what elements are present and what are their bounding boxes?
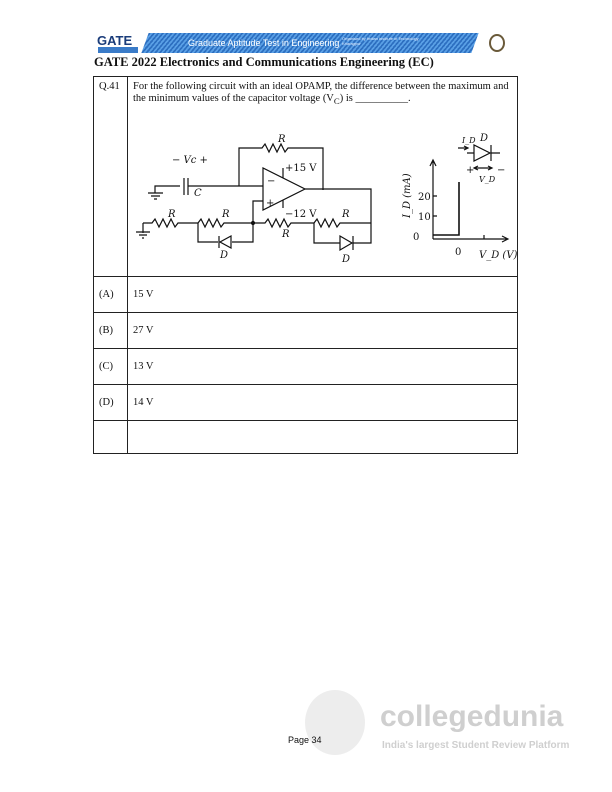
logo-bar	[98, 47, 138, 53]
vneg-label: −12 V	[285, 209, 317, 220]
watermark-tagline: India's largest Student Review Platform	[382, 740, 570, 751]
y-axis-label: I_D (mA)	[402, 173, 413, 219]
option-d: (D)14 V	[93, 384, 518, 421]
option-label: (C)	[93, 348, 128, 385]
option-text: 13 V	[127, 348, 518, 385]
capacitor-C	[154, 178, 263, 195]
page-number: Page 34	[288, 735, 322, 745]
diode-symbol	[467, 144, 500, 162]
gate-logo: GATE	[97, 33, 133, 48]
svg-text:−: −	[497, 165, 505, 176]
banner-organizer: Organised by Indian Institute of Technol…	[342, 36, 419, 46]
voltage-arrow	[472, 165, 494, 171]
svg-text:I_D: I_D	[461, 136, 476, 145]
diode-2	[339, 234, 354, 252]
ground-icon-2	[136, 223, 150, 239]
option-c: (C)13 V	[93, 348, 518, 385]
option-b: (B)27 V	[93, 312, 518, 349]
svg-text:R: R	[221, 209, 230, 220]
svg-text:R: R	[341, 209, 350, 220]
banner-title: Graduate Aptitude Test in Engineering	[188, 38, 340, 48]
diode-2-wiring	[313, 223, 372, 244]
graph-axes	[429, 158, 510, 243]
ytick-20: 20	[418, 192, 431, 203]
option-text: 27 V	[127, 312, 518, 349]
ytick-0: 0	[413, 232, 419, 243]
svg-text:+: +	[266, 198, 274, 209]
c-label: C	[194, 188, 202, 199]
svg-text:+: +	[466, 165, 474, 176]
option-label: (A)	[93, 276, 128, 313]
option-text: 14 V	[127, 384, 518, 421]
svg-text:R: R	[281, 229, 290, 240]
feedback-resistor	[238, 142, 324, 190]
resistor-chain	[143, 217, 371, 229]
current-arrow	[458, 145, 470, 151]
watermark-logo: collegedunia	[380, 700, 564, 733]
iit-emblem-icon	[489, 34, 505, 52]
svg-text:V_D: V_D	[479, 175, 496, 184]
diode-1	[218, 234, 232, 250]
watermark-mascot	[305, 690, 365, 755]
opamp	[262, 167, 307, 211]
svg-text:D: D	[341, 254, 350, 265]
vc-label: − Vc +	[172, 155, 208, 166]
document-title: GATE 2022 Electronics and Communications…	[94, 55, 434, 69]
svg-text:R: R	[167, 209, 176, 220]
question-text: For the following circuit with an ideal …	[133, 81, 509, 107]
svg-text:D: D	[219, 250, 228, 261]
diode-1-wiring	[197, 223, 254, 243]
x-axis-label: V_D (V)	[479, 250, 518, 261]
ground-icon	[148, 192, 163, 200]
r-label: R	[277, 134, 286, 145]
svg-text:D: D	[479, 133, 488, 144]
ytick-10: 10	[418, 212, 431, 223]
xtick-0: 0	[455, 247, 461, 258]
vpos-label: +15 V	[285, 163, 317, 174]
diode-characteristic	[433, 182, 460, 236]
svg-text:−: −	[267, 176, 275, 187]
